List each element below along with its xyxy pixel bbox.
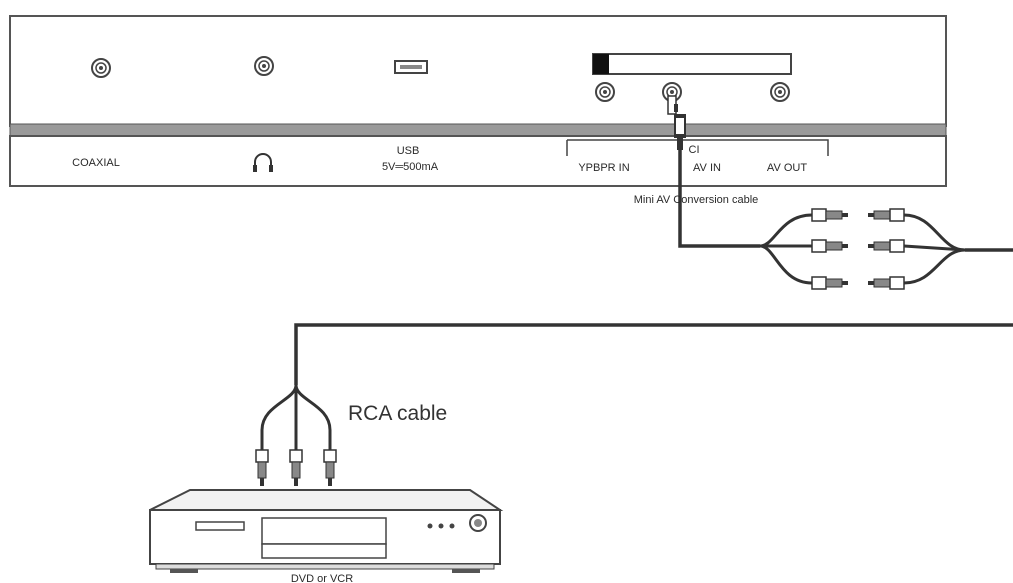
mini-av-cable: Mini AV Conversion cable bbox=[634, 95, 1013, 290]
ci-slot[interactable] bbox=[592, 53, 792, 75]
av-in-port[interactable] bbox=[662, 82, 682, 102]
av-out-label: AV OUT bbox=[767, 162, 807, 174]
rca-cable: RCA cable bbox=[255, 323, 1013, 486]
rca-plug-pair-middle bbox=[811, 239, 905, 253]
mini-av-cable-label: Mini AV Conversion cable bbox=[634, 194, 759, 206]
mini-av-plug bbox=[667, 95, 686, 150]
device-button-2 bbox=[438, 523, 444, 529]
av-in-label: AV IN bbox=[693, 162, 721, 174]
av-out-port[interactable] bbox=[770, 82, 790, 102]
tv-panel-strip bbox=[9, 123, 947, 137]
ci-label: CI bbox=[689, 144, 700, 156]
rca-plug-middle bbox=[289, 449, 303, 486]
rca-plug-right bbox=[323, 449, 337, 486]
coaxial-label: COAXIAL bbox=[72, 157, 120, 169]
tv-panel-body bbox=[9, 15, 947, 127]
dvd-vcr-device: DVD or VCR bbox=[149, 489, 504, 583]
rca-plug-pair-top bbox=[811, 208, 905, 222]
rca-plug-pair-bottom bbox=[811, 276, 905, 290]
device-label: DVD or VCR bbox=[291, 573, 353, 583]
headphone-icon bbox=[253, 153, 273, 172]
usb-label-line2: 5V═500mA bbox=[382, 161, 439, 173]
coaxial-port[interactable] bbox=[91, 58, 111, 78]
tv-panel-label-band bbox=[9, 135, 947, 187]
rca-cable-label: RCA cable bbox=[348, 402, 447, 425]
device-button-3 bbox=[449, 523, 455, 529]
ypbpr-in-label: YPBPR IN bbox=[578, 162, 629, 174]
usb-port[interactable] bbox=[394, 60, 428, 74]
ypbpr-in-port[interactable] bbox=[595, 82, 615, 102]
usb-label-line1: USB bbox=[397, 145, 420, 157]
ci-bracket bbox=[566, 139, 829, 156]
headphone-port[interactable] bbox=[254, 56, 274, 76]
rca-plug-left bbox=[255, 449, 269, 486]
tv-panel: COAXIAL USB 5V═500mA CI YPBPR IN AV IN A… bbox=[9, 15, 947, 187]
device-button-1 bbox=[427, 523, 433, 529]
